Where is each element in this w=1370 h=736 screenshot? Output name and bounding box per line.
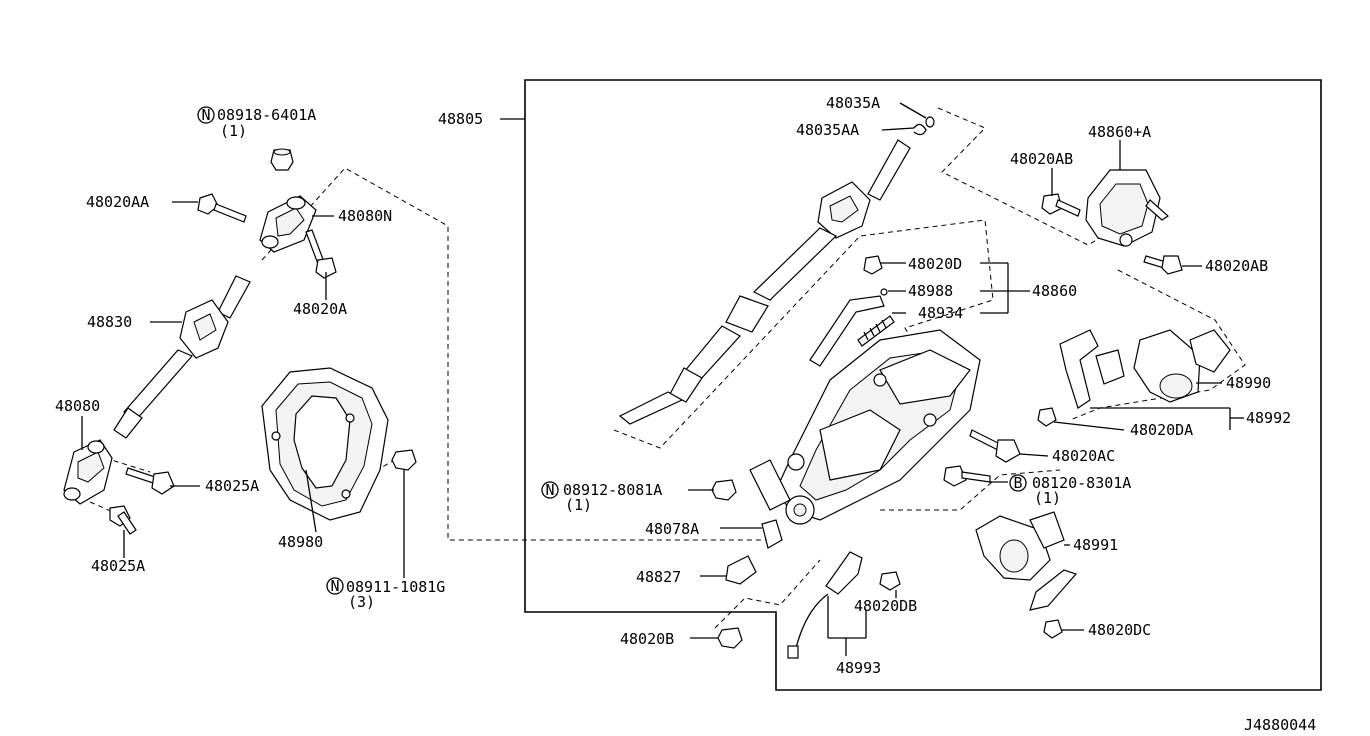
bolt-48025A-right-icon bbox=[125, 467, 175, 495]
guide-line-right bbox=[1069, 269, 1246, 421]
svg-text:N: N bbox=[545, 481, 554, 499]
label-08912-8081A: 08912-8081A bbox=[563, 481, 662, 499]
nut-48020B-icon bbox=[717, 627, 743, 649]
bolt-48020AB-lower-icon bbox=[1143, 255, 1183, 275]
label-48035AA: 48035AA bbox=[796, 121, 859, 139]
label-48025A-right: 48025A bbox=[205, 477, 259, 495]
bracket-48860+A-icon bbox=[1085, 169, 1169, 247]
label-48020DA: 48020DA bbox=[1130, 421, 1193, 439]
label-08918-6401A-qty: (1) bbox=[220, 122, 247, 140]
label-08911-1081G-qty: (3) bbox=[348, 593, 375, 611]
label-48991: 48991 bbox=[1073, 536, 1118, 554]
steering-shaft-icon bbox=[618, 139, 911, 425]
leader-lines bbox=[81, 102, 1244, 656]
bolt-48020DB-icon bbox=[879, 571, 901, 591]
guide-line-left bbox=[261, 167, 780, 541]
bolt-marker-08120-icon: B bbox=[1009, 474, 1027, 492]
label-48988: 48988 bbox=[908, 282, 953, 300]
tilt-motor-48990-icon bbox=[1059, 329, 1231, 409]
label-48860: 48860 bbox=[1032, 282, 1077, 300]
label-48980: 48980 bbox=[278, 533, 323, 551]
nut-marker-08918-icon: N bbox=[197, 106, 215, 124]
label-48020A: 48020A bbox=[293, 300, 347, 318]
bracket-48860-icon bbox=[809, 295, 885, 367]
label-48020AB-lower: 48020AB bbox=[1205, 257, 1268, 275]
label-48020D: 48020D bbox=[908, 255, 962, 273]
label-48830: 48830 bbox=[87, 313, 132, 331]
label-48020AC: 48020AC bbox=[1052, 447, 1115, 465]
nut-marker-08911-icon: N bbox=[326, 577, 344, 595]
svg-text:N: N bbox=[330, 577, 339, 595]
label-48020DC: 48020DC bbox=[1088, 621, 1151, 639]
label-48078A: 48078A bbox=[645, 520, 699, 538]
label-48020DB: 48020DB bbox=[854, 597, 917, 615]
bolt-08120-8301A-icon bbox=[943, 465, 991, 487]
label-08911-1081G: 08911-1081G bbox=[346, 578, 445, 596]
svg-text:N: N bbox=[201, 106, 210, 124]
nut-08911-1081G-icon bbox=[391, 449, 417, 471]
bolt-48020A-icon bbox=[305, 229, 337, 279]
universal-joint-48080N-icon bbox=[259, 195, 317, 253]
diagram-id: J4880044 bbox=[1244, 716, 1316, 734]
intermediate-shaft-48830-icon bbox=[113, 275, 251, 439]
universal-joint-48080-icon bbox=[63, 439, 113, 505]
label-08120-8301A-qty: (1) bbox=[1034, 489, 1061, 507]
bolt-48020AC-icon bbox=[969, 429, 1021, 463]
label-48080N: 48080N bbox=[338, 207, 392, 225]
bolt-48025A-bottom-icon bbox=[109, 505, 137, 535]
assembly-frame bbox=[524, 79, 1322, 691]
label-48860+A: 48860+A bbox=[1088, 123, 1151, 141]
label-48080: 48080 bbox=[55, 397, 100, 415]
pin-48988-icon bbox=[880, 288, 888, 296]
label-48993: 48993 bbox=[836, 659, 881, 677]
bolt-48020DC-icon bbox=[1043, 619, 1063, 639]
label-48934: 48934 bbox=[918, 304, 963, 322]
label-48020AA: 48020AA bbox=[86, 193, 149, 211]
column-hole-cover-48980-icon bbox=[261, 367, 389, 521]
label-48035A: 48035A bbox=[826, 94, 880, 112]
nut-marker-08912-icon: N bbox=[541, 481, 559, 499]
nut-08918-6401A-icon bbox=[270, 148, 294, 171]
column-housing-icon bbox=[749, 329, 981, 525]
label-48990: 48990 bbox=[1226, 374, 1271, 392]
bolt-48020AB-upper-icon bbox=[1041, 193, 1081, 217]
label-08912-8081A-qty: (1) bbox=[565, 496, 592, 514]
label-48020AB-upper: 48020AB bbox=[1010, 150, 1073, 168]
clip-48035AA-icon bbox=[913, 123, 927, 136]
svg-text:B: B bbox=[1013, 474, 1022, 492]
spring-48934-icon bbox=[857, 315, 895, 347]
label-08918-6401A: 08918-6401A bbox=[217, 106, 316, 124]
bushing-48078A-icon bbox=[761, 519, 783, 549]
clip-48035A-icon bbox=[925, 116, 935, 128]
label-08120-8301A: 08120-8301A bbox=[1032, 474, 1131, 492]
clip-48827-icon bbox=[725, 555, 757, 585]
label-48020B: 48020B bbox=[620, 630, 674, 648]
label-48827: 48827 bbox=[636, 568, 681, 586]
label-48025A-bottom: 48025A bbox=[91, 557, 145, 575]
guide-line-top bbox=[937, 107, 1111, 246]
label-48805: 48805 bbox=[438, 110, 483, 128]
bolt-48020AA-icon bbox=[197, 193, 247, 223]
guide-line-shaft bbox=[613, 219, 994, 449]
label-48992: 48992 bbox=[1246, 409, 1291, 427]
bolt-48020DA-icon bbox=[1037, 407, 1057, 427]
nut-08912-8081A-icon bbox=[711, 479, 737, 501]
harness-48993-icon bbox=[787, 551, 863, 659]
bolt-48020D-icon bbox=[863, 255, 883, 275]
telescopic-motor-48991-icon bbox=[975, 511, 1078, 611]
guide-line-lower bbox=[880, 469, 1061, 511]
guide-line-bottom bbox=[714, 559, 821, 629]
